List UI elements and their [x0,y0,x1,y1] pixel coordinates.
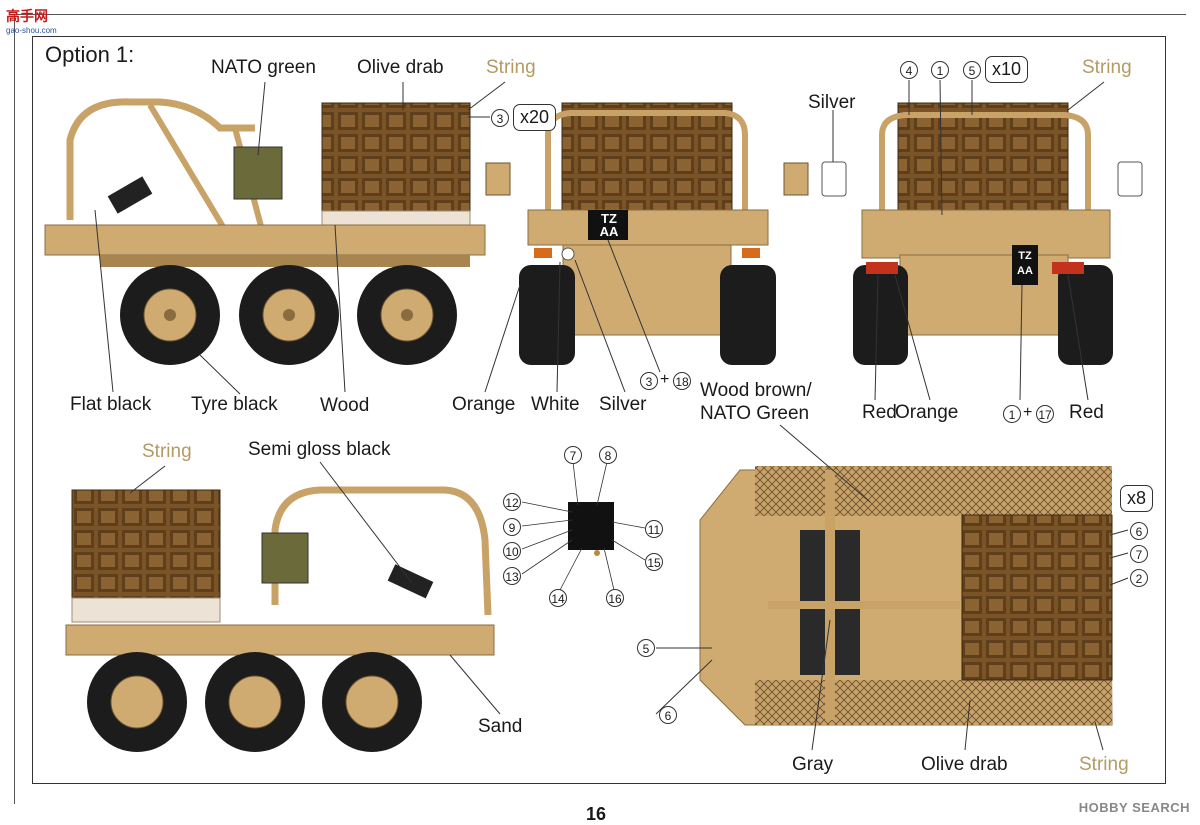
side-view-right [44,81,506,395]
label-string-left: String [142,441,192,462]
rear-view [821,79,1143,401]
callout-3: 3 [491,109,509,127]
ammo-crate-stack [321,102,471,212]
callout-17: 17 [1036,405,1054,423]
indicator-orange-left [534,248,552,258]
label-wood-brown: Wood brown/ [700,380,812,401]
label-white: White [531,394,580,415]
callout-6-left: 6 [659,706,677,724]
callout-11: 11 [645,520,663,538]
callout-10: 10 [503,542,521,560]
label-orange-rear: Orange [895,402,959,423]
rear-plate-text: TZ AA [1014,249,1036,279]
headlight-white [561,247,575,261]
label-wood: Wood [320,395,370,416]
multiplier-x8: x8 [1120,485,1154,512]
site-logo-text: 高手网 [6,8,48,24]
tail-light-left [866,262,898,274]
callout-9: 9 [503,518,521,536]
callout-4: 4 [900,61,918,79]
label-red-left: Red [862,402,897,423]
callout-1-rear: 1 [1003,405,1021,423]
callout-5: 5 [963,61,981,79]
multiplier-x10: x10 [985,56,1029,83]
callout-14: 14 [549,589,567,607]
callout-15: 15 [645,553,663,571]
top-ammo-crates [961,514,1113,681]
label-olive-drab: Olive drab [357,57,444,78]
mirror-black [107,176,153,214]
front-plate-text: TZ AA [595,212,623,238]
option-title: Option 1: [45,42,135,67]
rear-plate-top: TZ [1018,250,1032,262]
label-silver-rear: Silver [808,92,856,113]
callout-2: 2 [1130,569,1148,587]
top-view [655,424,1129,751]
label-nato-green: NATO green [211,57,316,78]
label-red-right: Red [1069,402,1104,423]
rear-plate [1012,245,1038,285]
tyres-side-right [120,265,457,365]
callout-7-top: 7 [1130,545,1148,563]
instruction-frame [32,36,1166,784]
callout-8: 8 [599,446,617,464]
front-plate-top: TZ [601,211,617,226]
callout-7-detail: 7 [564,446,582,464]
callout-3-front: 3 [640,372,658,390]
plus-sign-rear: + [1023,404,1033,421]
front-plate [588,210,628,240]
label-silver-front: Silver [599,394,647,415]
page-border-left [14,14,15,804]
watermark: HOBBY SEARCH [1078,800,1190,815]
front-tyre-right [720,265,776,365]
label-nato-green-top: NATO Green [700,403,810,424]
callout-6-top: 6 [1130,522,1148,540]
hull [44,224,486,256]
label-sand: Sand [478,716,523,737]
callout-13: 13 [503,567,521,585]
callout-18: 18 [673,372,691,390]
page-number: 16 [586,804,607,824]
callout-1: 1 [931,61,949,79]
front-view [484,102,809,393]
callout-16: 16 [606,589,624,607]
detail-part [521,461,646,591]
front-plate-bottom: AA [599,224,619,239]
site-logo-sub: gao-shou.com [6,26,57,35]
site-logo: 高手网 gao-shou.com [6,6,57,35]
roll-cage [66,98,255,220]
callout-12: 12 [503,493,521,511]
rear-plate-bottom: AA [1017,265,1033,277]
label-string-top: String [1079,754,1129,775]
label-gray: Gray [792,754,834,775]
label-string: String [486,57,536,78]
jerry-can [233,146,283,200]
label-semi-gloss-black: Semi gloss black [248,439,391,460]
front-tyre-left [519,265,575,365]
label-string-rear: String [1082,57,1132,78]
plus-sign-front: + [660,371,670,388]
label-olive-drab-top: Olive drab [921,754,1008,775]
side-view-left [65,461,501,752]
label-tyre-black: Tyre black [191,394,278,415]
label-orange-front: Orange [452,394,516,415]
label-flat-black: Flat black [70,394,152,415]
multiplier-x20: x20 [513,104,557,131]
callout-5-top: 5 [637,639,655,657]
page-border-top [14,14,1186,15]
